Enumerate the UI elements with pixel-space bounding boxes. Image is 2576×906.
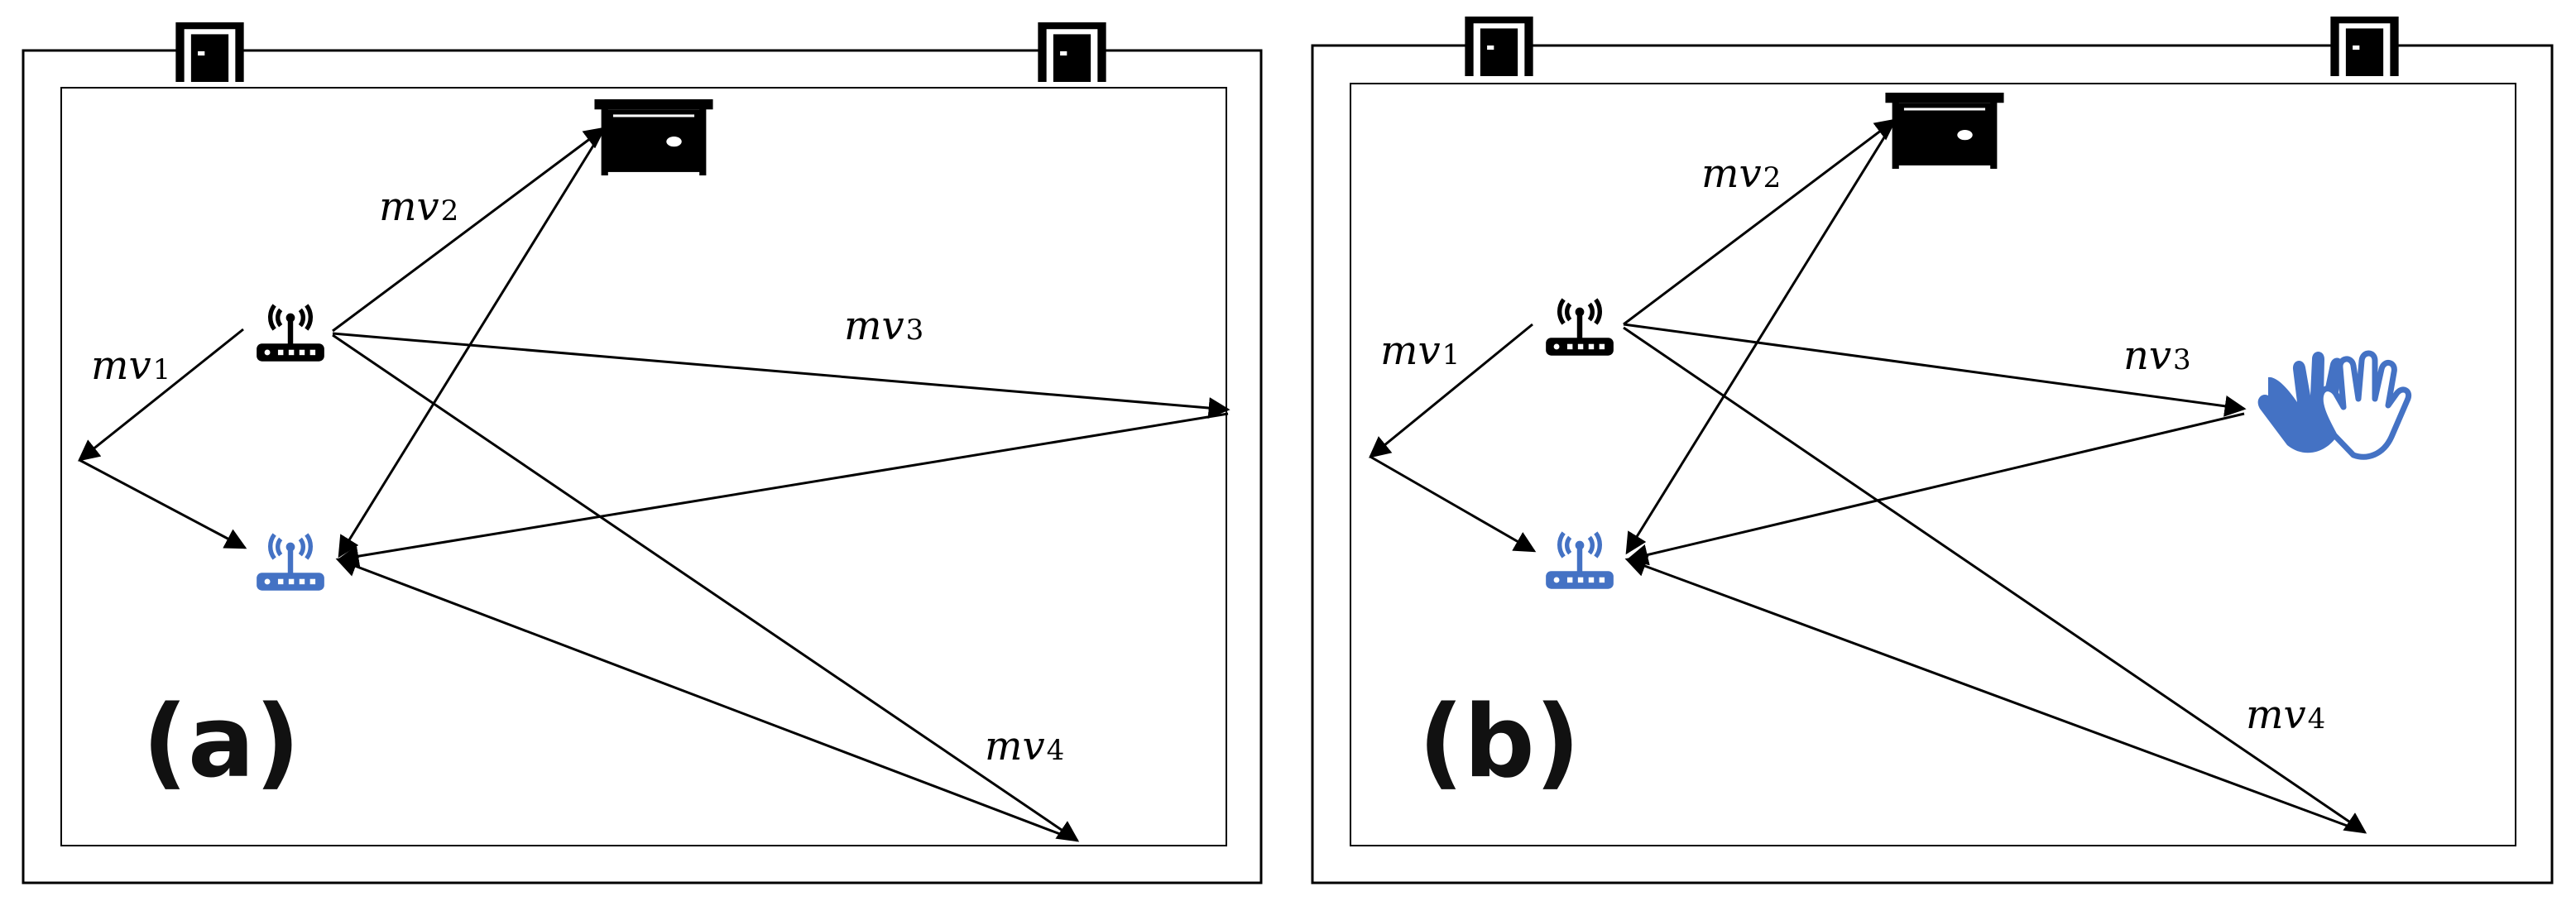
door-icon: [1038, 22, 1106, 82]
path-mv1-out: [77, 328, 244, 462]
rx-router-icon: [257, 534, 324, 591]
cabinet-icon: [594, 99, 713, 175]
path-mv4-in: [1624, 555, 2366, 834]
panel-b-inner-wall: [1350, 83, 2516, 846]
path-mv2-in: [1625, 119, 1897, 555]
path-nv3-in: [1626, 412, 2245, 566]
panel-label: (a): [142, 685, 300, 800]
path-mv2-in: [338, 127, 606, 558]
path-nv3-out: [1623, 323, 2247, 417]
path-mv4-out: [332, 333, 1080, 842]
path-mv1-in: [1370, 455, 1537, 553]
label-mv1: mv1: [1380, 328, 1460, 374]
rx-router-icon: [1546, 533, 1614, 589]
path-mv2-out: [1623, 118, 1897, 326]
tx-router-icon: [1546, 300, 1614, 356]
tx-router-icon: [257, 305, 324, 362]
panel-b-outer-wall: [1311, 44, 2554, 884]
door-icon: [2330, 17, 2399, 76]
panel-a-inner-wall: [60, 87, 1227, 846]
panel-a-outer-wall: [22, 49, 1263, 884]
label-mv3: mv3: [844, 303, 923, 349]
panel-label: (b): [1418, 685, 1581, 800]
path-mv1-out: [1368, 323, 1533, 458]
path-mv3-in: [337, 412, 1229, 568]
path-mv4-out: [1623, 326, 2367, 834]
path-mv4-in: [335, 556, 1078, 842]
path-mv3-out: [332, 332, 1230, 419]
label-mv4: mv4: [2246, 692, 2325, 738]
path-mv1-in: [79, 458, 247, 549]
door-icon: [175, 22, 244, 82]
label-mv4: mv4: [985, 723, 1064, 769]
cabinet-icon: [1885, 93, 2004, 169]
path-mv2-out: [332, 127, 607, 333]
label-nv3: nv3: [2123, 333, 2191, 379]
panel-a: mv1 mv2 mv3 mv4 (a): [22, 22, 1263, 884]
label-mv1: mv1: [91, 343, 170, 389]
door-icon: [1465, 17, 1533, 76]
panel-b: mv1 mv2 nv3 mv4 (b): [1311, 17, 2554, 884]
label-mv2: mv2: [379, 184, 458, 230]
label-mv2: mv2: [1701, 151, 1781, 197]
waving-hand-icon: [2258, 352, 2409, 457]
